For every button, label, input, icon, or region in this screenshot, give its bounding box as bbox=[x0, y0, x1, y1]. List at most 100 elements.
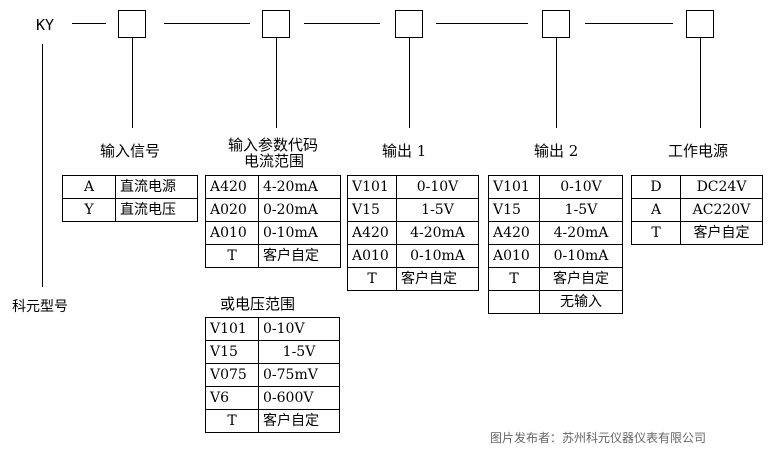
code-cell bbox=[488, 290, 540, 314]
connector-line-3 bbox=[304, 23, 380, 24]
value-cell: 0-10V bbox=[396, 175, 479, 199]
code-cell: V075 bbox=[205, 363, 259, 387]
value-cell: 4-20mA bbox=[258, 175, 341, 199]
value-cell: 0-10V bbox=[258, 317, 340, 341]
drop-line-input-signal bbox=[132, 38, 133, 128]
value-cell: 0-10mA bbox=[539, 244, 623, 268]
value-cell: 客户自定 bbox=[258, 409, 340, 433]
value-cell: 1-5V bbox=[539, 198, 623, 222]
code-cell: T bbox=[488, 267, 540, 291]
model-label: 科元型号 bbox=[12, 299, 68, 315]
code-cell: V15 bbox=[205, 340, 259, 364]
table-row: Y 直流电压 bbox=[62, 198, 198, 222]
code-cell: V101 bbox=[488, 175, 540, 199]
value-cell: 4-20mA bbox=[396, 221, 479, 245]
connector-line-5 bbox=[585, 23, 673, 24]
code-cell: D bbox=[631, 175, 681, 199]
value-cell: 0-10mA bbox=[396, 244, 479, 268]
value-cell: 无输入 bbox=[539, 290, 623, 314]
value-cell: 4-20mA bbox=[539, 221, 623, 245]
code-cell: T bbox=[631, 221, 681, 245]
code-cell: A420 bbox=[205, 175, 259, 199]
drop-line-input-param bbox=[276, 38, 277, 128]
code-cell: A020 bbox=[205, 198, 259, 222]
value-cell: 客户自定 bbox=[680, 221, 763, 245]
code-cell: V101 bbox=[347, 175, 397, 199]
value-cell: 直流电源 bbox=[115, 175, 198, 199]
input-param-title-line2: 电流范围 bbox=[244, 152, 305, 170]
value-cell: 1-5V bbox=[396, 198, 479, 222]
model-prefix: KY bbox=[36, 16, 55, 34]
code-cell: A010 bbox=[347, 244, 397, 268]
drop-line-output1 bbox=[409, 38, 410, 128]
value-cell: 0-75mV bbox=[258, 363, 340, 387]
drop-line-power bbox=[700, 38, 701, 128]
code-cell: Y bbox=[62, 198, 116, 222]
connector-line-1 bbox=[72, 23, 106, 24]
code-cell: T bbox=[347, 267, 397, 291]
code-cell: V101 bbox=[205, 317, 259, 341]
code-box-power bbox=[686, 10, 714, 38]
code-box-input-signal bbox=[118, 10, 146, 38]
drop-line-output2 bbox=[556, 38, 557, 128]
prefix-vertical-line bbox=[42, 44, 43, 287]
table-row: A 直流电源 bbox=[62, 175, 198, 199]
value-cell: 1-5V bbox=[258, 340, 340, 364]
value-cell: 直流电压 bbox=[115, 198, 198, 222]
code-box-input-param bbox=[262, 10, 290, 38]
code-box-output1 bbox=[395, 10, 423, 38]
code-cell: A bbox=[631, 198, 681, 222]
code-cell: V6 bbox=[205, 386, 259, 410]
input-param-title-line1: 输入参数代码 bbox=[228, 136, 319, 154]
code-cell: A bbox=[62, 175, 116, 199]
value-cell: AC220V bbox=[680, 198, 763, 222]
power-title: 工作电源 bbox=[668, 142, 729, 160]
value-cell: DC24V bbox=[680, 175, 763, 199]
code-box-output2 bbox=[542, 10, 570, 38]
output1-title: 输出 1 bbox=[382, 142, 427, 160]
connector-line-2 bbox=[164, 23, 250, 24]
value-cell: 0-10V bbox=[539, 175, 623, 199]
output2-title: 输出 2 bbox=[534, 142, 579, 160]
value-cell: 客户自定 bbox=[539, 267, 623, 291]
code-cell: A010 bbox=[488, 244, 540, 268]
input-signal-title: 输入信号 bbox=[100, 142, 161, 160]
code-cell: T bbox=[205, 409, 259, 433]
code-cell: V15 bbox=[488, 198, 540, 222]
code-cell: A420 bbox=[488, 221, 540, 245]
code-cell: V15 bbox=[347, 198, 397, 222]
connector-line-4 bbox=[436, 23, 528, 24]
value-cell: 0-20mA bbox=[258, 198, 341, 222]
table-row: 无输入 bbox=[488, 290, 623, 314]
value-cell: 0-10mA bbox=[258, 221, 341, 245]
value-cell: 客户自定 bbox=[258, 244, 341, 268]
code-cell: A010 bbox=[205, 221, 259, 245]
value-cell: 客户自定 bbox=[396, 267, 479, 291]
code-cell: T bbox=[205, 244, 259, 268]
